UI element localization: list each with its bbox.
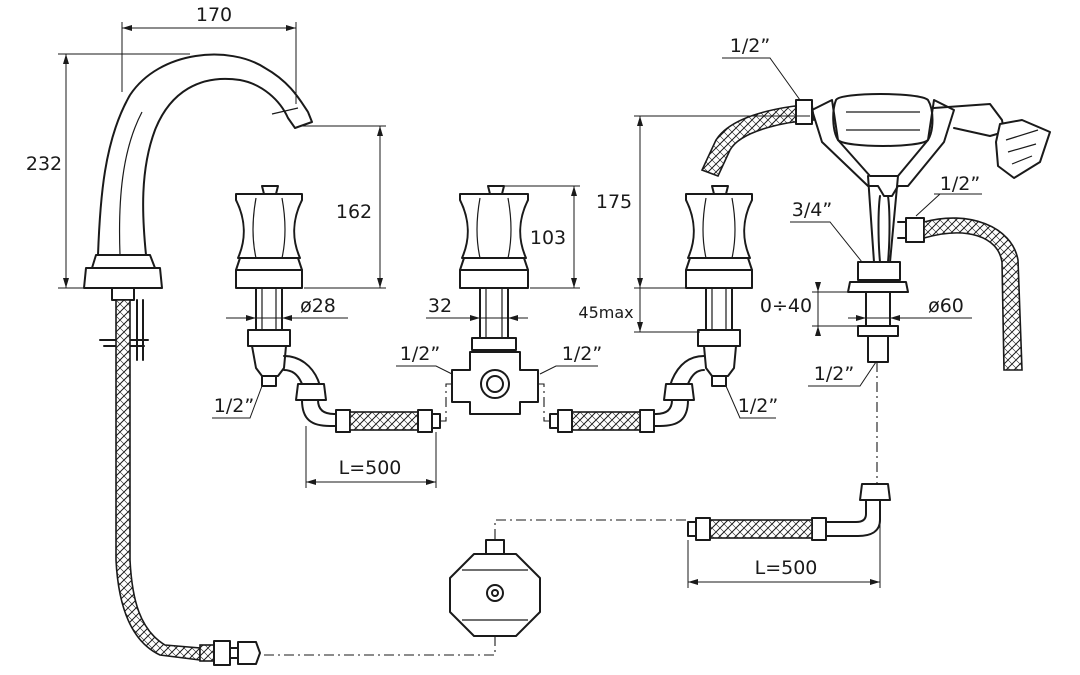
- handshower-cradle: [811, 93, 955, 363]
- hose-length-right-label: L=500: [755, 557, 818, 579]
- diverter-body: [451, 351, 539, 415]
- body-width-label: 32: [428, 295, 452, 317]
- spout-reach-label: 170: [196, 4, 232, 26]
- center-valve: [459, 185, 529, 351]
- left-valve: [235, 185, 327, 401]
- handset-height-label: 175: [596, 191, 632, 213]
- handle-diameter-label: ø28: [300, 295, 336, 317]
- hose-length-left-label: L=500: [339, 457, 402, 479]
- thread-right-valve-outlet: 1/2”: [738, 395, 778, 417]
- thread-handset-shank: 1/2”: [814, 363, 854, 385]
- left-valve-hose: [301, 399, 441, 433]
- spout: [83, 53, 313, 289]
- leader-lines: [212, 57, 982, 419]
- thread-handset-inlet: 3/4”: [792, 199, 832, 221]
- thread-handset-hose-top: 1/2”: [730, 35, 770, 57]
- centerlines: [260, 362, 878, 656]
- dimension-lines: [58, 22, 972, 588]
- spout-hose: [99, 287, 261, 666]
- thread-diverter-right: 1/2”: [562, 343, 602, 365]
- valve-height-label: 162: [336, 201, 372, 223]
- handshower-outlet-hose: [687, 483, 891, 541]
- dimension-labels: 170 232 162 103 ø28 32 175 45max 0÷40 ø6…: [26, 4, 964, 579]
- handle-height-label: 103: [530, 227, 566, 249]
- handshower-head: [933, 103, 1051, 179]
- right-valve: [663, 185, 753, 401]
- base-diameter-label: ø60: [928, 295, 964, 317]
- thread-labels: 1/2” 1/2” 3/4” 1/2” 1/2” 1/2” 1/2” 1/2”: [214, 35, 980, 417]
- deck-thickness-label: 45max: [578, 303, 633, 322]
- thread-hose-outlet-right: 1/2”: [940, 173, 980, 195]
- spout-height-label: 232: [26, 153, 62, 175]
- handshower-hose-top: [700, 99, 815, 178]
- thread-left-valve-outlet: 1/2”: [214, 395, 254, 417]
- shutoff-valve: [449, 539, 541, 637]
- right-valve-hose: [549, 399, 689, 433]
- handshower-hose-side: [923, 217, 1023, 371]
- thread-diverter-left: 1/2”: [400, 343, 440, 365]
- deck-range-label: 0÷40: [760, 295, 812, 317]
